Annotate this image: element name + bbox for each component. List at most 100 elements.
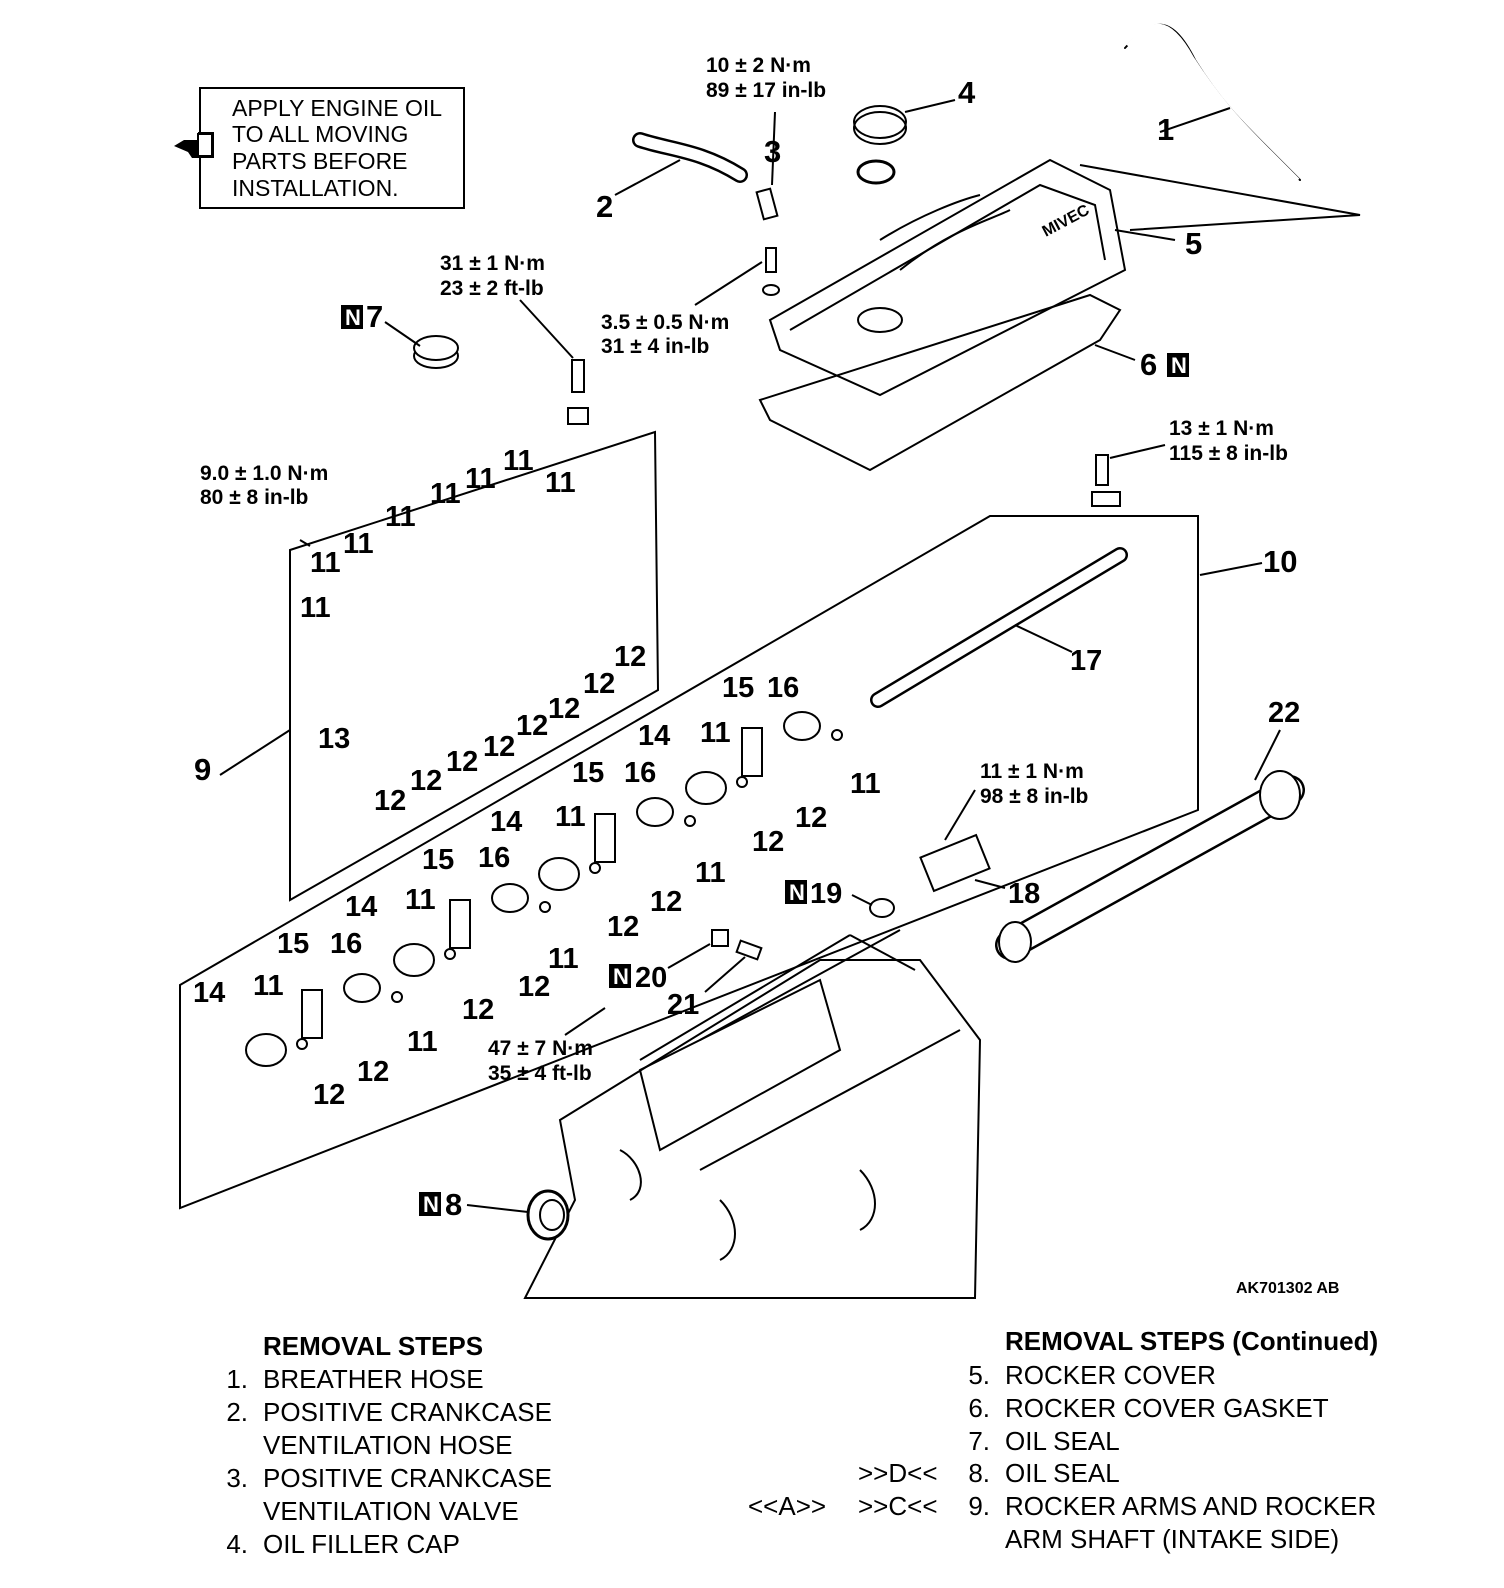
- callout-16: 16: [767, 672, 799, 704]
- torque-cover-inlb: 31 ± 4 in-lb: [601, 335, 709, 358]
- note-line-4: INSTALLATION.: [232, 175, 399, 201]
- exhaust-rocker-set: [245, 973, 403, 1067]
- callout-11: 11: [850, 768, 881, 800]
- callout-12: 12: [752, 826, 784, 858]
- new-part-badge-6: N: [1167, 353, 1189, 378]
- step-label: ROCKER COVER: [1005, 1360, 1216, 1390]
- callout-9: 9: [194, 752, 211, 787]
- note-line-2: TO ALL MOVING: [232, 121, 408, 147]
- callout-11: 11: [548, 943, 579, 975]
- callout-11: 11: [253, 970, 284, 1002]
- new-part-badge-7: N: [341, 305, 363, 330]
- oil-seal-8: [466, 1189, 570, 1241]
- callout-11: 11: [385, 501, 416, 533]
- note-box: APPLY ENGINE OIL TO ALL MOVING PARTS BEF…: [174, 87, 465, 209]
- step-number: 9.: [968, 1491, 990, 1521]
- callout-12: 12: [483, 731, 515, 763]
- step-number: 7.: [968, 1426, 990, 1456]
- callout-12: 12: [583, 668, 615, 700]
- callout-16: 16: [330, 928, 362, 960]
- callout-11: 11: [503, 445, 534, 477]
- note-line-1: APPLY ENGINE OIL: [232, 95, 442, 121]
- rocker-shaft-17: [870, 547, 1128, 708]
- exhaust-rocker-set: [393, 883, 551, 977]
- torque-adjust-nm: 9.0 ± 1.0 N·m: [200, 462, 328, 485]
- callout-12: 12: [516, 710, 548, 742]
- rocker-arm-shaft-intake: [219, 430, 660, 902]
- torque-cover-nm: 3.5 ± 0.5 N·m: [601, 311, 729, 334]
- callout-1: 1: [1157, 112, 1174, 147]
- rocker-cover: MIVEC: [768, 158, 1176, 397]
- rocker-cover-gasket: [758, 293, 1136, 472]
- mivec-logo: MIVEC: [1040, 202, 1093, 241]
- callout-12: 12: [357, 1056, 389, 1088]
- svg-text:N: N: [423, 1192, 439, 1217]
- callout-14: 14: [490, 806, 522, 838]
- callout-15: 15: [572, 757, 604, 789]
- callout-15: 15: [277, 928, 309, 960]
- callout-22: 22: [1268, 697, 1300, 729]
- install-mark: >>D<<: [858, 1458, 938, 1488]
- oil-can-icon: [174, 132, 214, 158]
- torque-ocv-nm: 11 ± 1 N·m: [980, 760, 1084, 783]
- oil-filler-cap: [853, 99, 956, 185]
- torque-pcv-inlb: 89 ± 17 in-lb: [706, 79, 826, 102]
- callout-12: 12: [374, 785, 406, 817]
- step-number: 6.: [968, 1393, 990, 1423]
- callout-11: 11: [555, 801, 586, 833]
- callout-11: 11: [407, 1026, 438, 1058]
- svg-text:N: N: [789, 880, 805, 905]
- breather-hose: [1079, 23, 1361, 231]
- camshaft: [995, 729, 1305, 963]
- torque-shaft13-inlb: 115 ± 8 in-lb: [1169, 442, 1288, 465]
- figure-reference: AK701302 AB: [1236, 1280, 1339, 1297]
- callout-12: 12: [446, 746, 478, 778]
- plug-20: [667, 929, 729, 969]
- exhaust-rocker-set: [538, 797, 696, 891]
- torque-plug-nm: 47 ± 7 N·m: [488, 1037, 593, 1060]
- step-number: 4.: [226, 1529, 248, 1559]
- step-number: 1.: [226, 1364, 248, 1394]
- note-line-3: PARTS BEFORE: [232, 148, 408, 174]
- callout-16: 16: [624, 757, 656, 789]
- exploded-view-diagram: APPLY ENGINE OIL TO ALL MOVING PARTS BEF…: [174, 23, 1361, 1299]
- exhaust-rocker-parts: [245, 711, 843, 1067]
- removal-steps-title: REMOVAL STEPS: [263, 1331, 484, 1361]
- step-label: OIL SEAL: [1005, 1458, 1120, 1488]
- callout-11: 11: [343, 528, 374, 560]
- oil-seal-7: [384, 321, 459, 369]
- callout-3: 3: [764, 134, 781, 169]
- callout-18: 18: [1008, 878, 1040, 910]
- callout-11: 11: [695, 857, 726, 889]
- callout-13: 13: [318, 723, 350, 755]
- step-number: 8.: [968, 1458, 990, 1488]
- step-label: ROCKER COVER GASKET: [1005, 1393, 1329, 1423]
- callout-11: 11: [405, 884, 436, 916]
- step-label: ROCKER ARMS AND ROCKER: [1005, 1491, 1377, 1521]
- torque-shaft31-nm: 31 ± 1 N·m: [440, 252, 545, 275]
- torque-adjust-inlb: 80 ± 8 in-lb: [200, 486, 308, 509]
- oil-control-valve: [919, 789, 1006, 893]
- callout-12: 12: [518, 971, 550, 1003]
- callout-12: 12: [795, 802, 827, 834]
- step-label: BREATHER HOSE: [263, 1364, 484, 1394]
- callout-15: 15: [422, 844, 454, 876]
- step-label: POSITIVE CRANKCASE: [263, 1397, 552, 1427]
- step-label: OIL FILLER CAP: [263, 1529, 460, 1559]
- removal-steps: REMOVAL STEPS 1. BREATHER HOSE 2. POSITI…: [220, 1330, 640, 1580]
- callout-11: 11: [430, 478, 461, 510]
- callout-11: 11: [700, 717, 731, 749]
- svg-text:N: N: [1171, 353, 1187, 378]
- callout-11: 11: [465, 463, 496, 495]
- callout-12: 12: [650, 886, 682, 918]
- callout-14: 14: [638, 720, 670, 752]
- callout-4: 4: [958, 75, 976, 110]
- callout-6: 6: [1140, 347, 1157, 382]
- callout-11: 11: [310, 547, 341, 579]
- callout-10: 10: [1263, 544, 1297, 579]
- step-label-cont: VENTILATION HOSE: [263, 1430, 513, 1460]
- new-part-badge-19: N: [785, 880, 807, 905]
- callout-12: 12: [462, 994, 494, 1026]
- callout-19: 19: [810, 878, 842, 910]
- step-number: 2.: [226, 1397, 248, 1427]
